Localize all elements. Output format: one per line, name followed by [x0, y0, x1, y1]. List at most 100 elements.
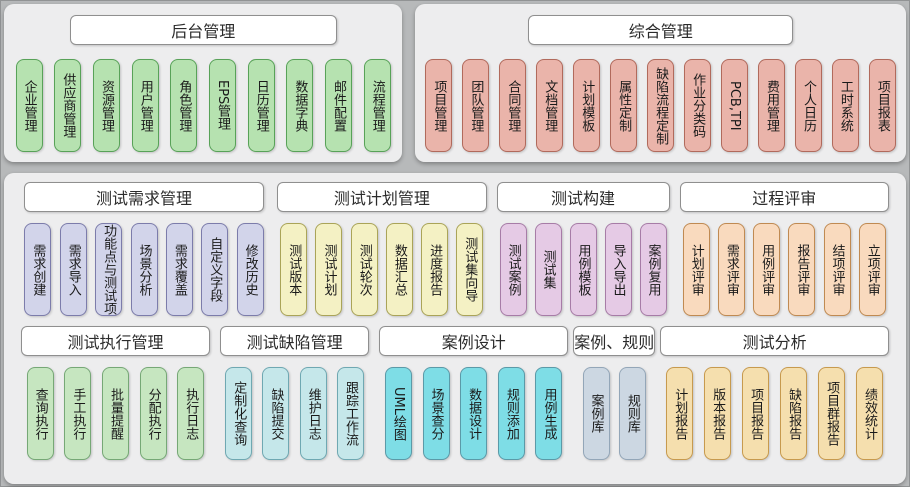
module-item: 计划模板 — [573, 59, 601, 152]
section-header: 测试执行管理 — [21, 326, 210, 356]
section-header: 后台管理 — [69, 15, 337, 45]
module-items: 测试案例测试集用例模板导入导出案例复用 — [492, 223, 675, 316]
module-item: 供应商管理 — [54, 59, 82, 152]
module-items: 计划评审需求评审用例评审报告评审结项评审立项评审 — [675, 223, 895, 316]
module-item: 定制化查询 — [225, 367, 253, 460]
section-header: 测试需求管理 — [24, 182, 265, 212]
module-item: 企业管理 — [15, 59, 43, 152]
module-items: UML绘图场景查分数据设计规则添加用例生成 — [374, 367, 573, 460]
module-item: 自定义字段 — [201, 223, 229, 316]
module-item: 场景查分 — [422, 367, 450, 460]
module-item: 案例复用 — [639, 223, 667, 316]
module-item: 项目报表 — [868, 59, 896, 152]
module-item: 查询执行 — [26, 367, 54, 460]
module-item: 立项评审 — [858, 223, 886, 316]
module-item: 作业分类码 — [684, 59, 712, 152]
section-defect-management: 测试缺陷管理 定制化查询缺陷提交维护日志跟踪工作流 — [215, 326, 374, 460]
module-items: 企业管理供应商管理资源管理用户管理角色管理 EPS管理日历管理数据字典邮件配置流程… — [4, 59, 402, 152]
module-item: 数据字典 — [286, 59, 314, 152]
module-item: 个人日历 — [794, 59, 822, 152]
section-test-plan: 测试计划管理 测试版本测试计划测试轮次数据汇总进度报告测试集向导 — [272, 182, 492, 316]
section-header: 过程评审 — [679, 182, 889, 212]
module-item: 测试版本 — [280, 223, 308, 316]
module-item: 资源管理 — [93, 59, 121, 152]
module-item: UML绘图 — [384, 367, 412, 460]
section-test-analysis: 测试分析 计划报告版本报告项目报告缺陷报告项目群报告绩效统计 — [655, 326, 894, 460]
module-items: 测试版本测试计划测试轮次数据汇总进度报告测试集向导 — [272, 223, 492, 316]
module-item: 团队管理 — [462, 59, 490, 152]
module-item: 数据设计 — [460, 367, 488, 460]
module-item: 计划报告 — [666, 367, 694, 460]
module-items: 计划报告版本报告项目报告缺陷报告项目群报告绩效统计 — [655, 367, 894, 460]
module-item: 需求覆盖 — [165, 223, 193, 316]
section-header: 测试分析 — [660, 326, 890, 356]
section-header: 测试缺陷管理 — [220, 326, 370, 356]
module-items: 项目管理团队管理合同管理文档管理计划模板属性定制缺陷流程定制作业分类码 PCB,T… — [415, 59, 906, 152]
section-header: 综合管理 — [528, 15, 794, 45]
module-item: 流程管理 — [363, 59, 391, 152]
module-item: 测试案例 — [499, 223, 527, 316]
module-item: 跟踪工作流 — [336, 367, 364, 460]
module-items: 定制化查询缺陷提交维护日志跟踪工作流 — [215, 367, 374, 460]
test-management-panel: 测试需求管理 需求创建需求导入功能点与测试项场景分析需求覆盖自定义字段修改历史 … — [4, 173, 906, 484]
module-item: 用例评审 — [753, 223, 781, 316]
module-item: 用例模板 — [569, 223, 597, 316]
module-item: 日历管理 — [247, 59, 275, 152]
module-item: 案例库 — [582, 367, 610, 460]
module-item: 邮件配置 — [325, 59, 353, 152]
module-item: 结项评审 — [823, 223, 851, 316]
section-test-requirements: 测试需求管理 需求创建需求导入功能点与测试项场景分析需求覆盖自定义字段修改历史 — [16, 182, 272, 316]
module-item: 绩效统计 — [856, 367, 884, 460]
module-item: 合同管理 — [499, 59, 527, 152]
module-item: 需求评审 — [717, 223, 745, 316]
module-item: 用户管理 — [131, 59, 159, 152]
section-process-review: 过程评审 计划评审需求评审用例评审报告评审结项评审立项评审 — [675, 182, 895, 316]
section-case-design: 案例设计 UML绘图场景查分数据设计规则添加用例生成 — [374, 326, 573, 460]
module-item: 缺陷提交 — [262, 367, 290, 460]
module-item: 缺陷流程定制 — [647, 59, 675, 152]
module-item: 场景分析 — [130, 223, 158, 316]
section-header: 测试计划管理 — [277, 182, 487, 212]
module-items: 查询执行手工执行批量提醒分配执行执行日志 — [16, 367, 215, 460]
module-item: 规则库 — [618, 367, 646, 460]
module-item: 导入导出 — [604, 223, 632, 316]
section-backend-management: 后台管理 企业管理供应商管理资源管理用户管理角色管理 EPS管理日历管理数据字典邮… — [4, 4, 403, 162]
module-item: 角色管理 — [170, 59, 198, 152]
module-item: 项目管理 — [425, 59, 453, 152]
module-item: 数据汇总 — [385, 223, 413, 316]
module-item: 执行日志 — [177, 367, 205, 460]
module-item: 进度报告 — [421, 223, 449, 316]
module-item: 用例生成 — [535, 367, 563, 460]
module-item: PCB,TPI — [721, 59, 749, 152]
module-item: 属性定制 — [610, 59, 638, 152]
module-item: 测试集向导 — [456, 223, 484, 316]
module-item: 测试轮次 — [350, 223, 378, 316]
module-item: 报告评审 — [788, 223, 816, 316]
module-item: 需求导入 — [59, 223, 87, 316]
module-item: 测试集 — [534, 223, 562, 316]
bottom-row-2: 测试执行管理 查询执行手工执行批量提醒分配执行执行日志 测试缺陷管理 定制化查询… — [4, 326, 906, 460]
module-item: 文档管理 — [536, 59, 564, 152]
module-item: 项目报告 — [742, 367, 770, 460]
module-items: 案例库规则库 — [573, 367, 655, 460]
module-item: 分配执行 — [139, 367, 167, 460]
module-item: EPS管理 — [209, 59, 237, 152]
section-header: 案例设计 — [379, 326, 569, 356]
module-item: 工时系统 — [831, 59, 859, 152]
module-item: 批量提醒 — [101, 367, 129, 460]
module-item: 需求创建 — [24, 223, 52, 316]
module-item: 维护日志 — [299, 367, 327, 460]
section-header: 案例、规则 — [573, 326, 656, 356]
module-item: 功能点与测试项 — [95, 223, 123, 316]
section-test-build: 测试构建 测试案例测试集用例模板导入导出案例复用 — [492, 182, 675, 316]
bottom-row-1: 测试需求管理 需求创建需求导入功能点与测试项场景分析需求覆盖自定义字段修改历史 … — [4, 182, 906, 316]
module-item: 规则添加 — [497, 367, 525, 460]
module-item: 项目群报告 — [818, 367, 846, 460]
module-item: 费用管理 — [757, 59, 785, 152]
section-case-rule-library: 案例、规则 案例库规则库 — [573, 326, 656, 460]
top-panels-row: 后台管理 企业管理供应商管理资源管理用户管理角色管理 EPS管理日历管理数据字典邮… — [4, 4, 906, 162]
module-item: 测试计划 — [315, 223, 343, 316]
module-item: 手工执行 — [64, 367, 92, 460]
module-item: 计划评审 — [682, 223, 710, 316]
